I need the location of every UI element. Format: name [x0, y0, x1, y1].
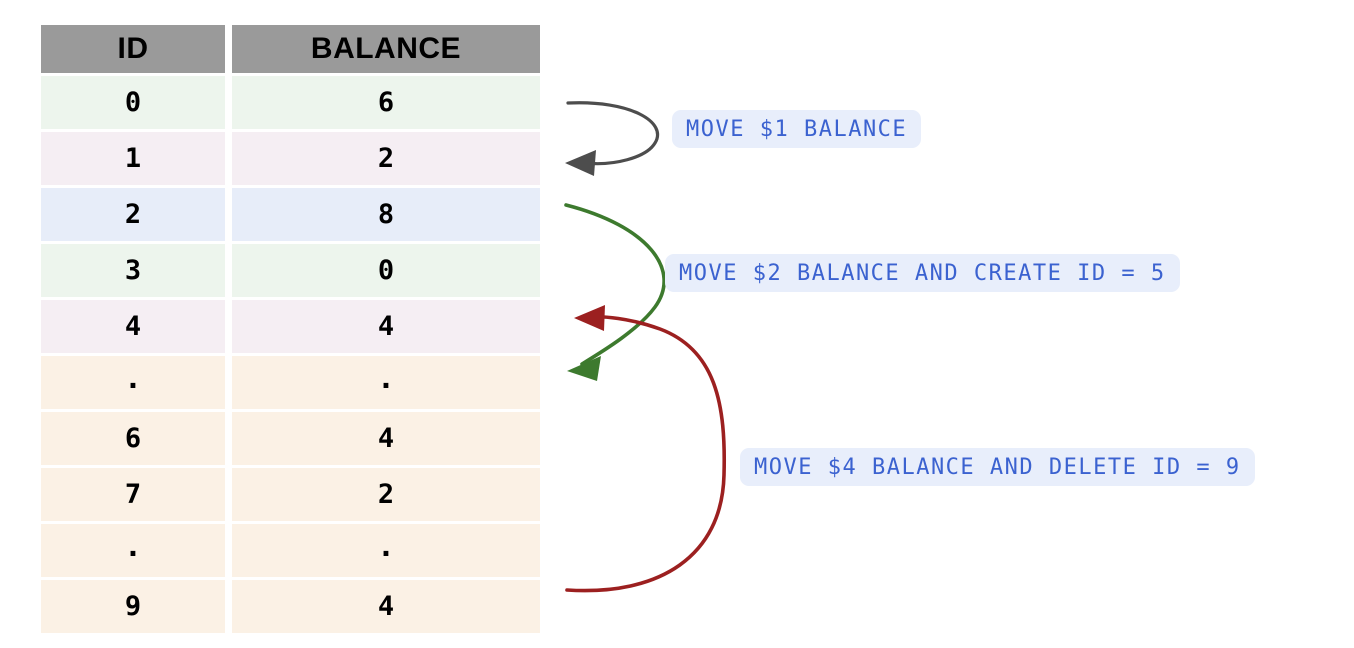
- cell-id: 1: [41, 132, 225, 185]
- cell-balance: 4: [232, 580, 540, 633]
- cell-balance: 0: [232, 244, 540, 297]
- annotation-label-move-4: MOVE $4 BALANCE AND DELETE ID = 9: [740, 448, 1255, 486]
- red-curved-arrow: [565, 305, 727, 593]
- cell-id: 3: [41, 244, 225, 297]
- gray-curved-arrow: [565, 101, 659, 176]
- table-row[interactable]: 3 0: [41, 244, 540, 297]
- cell-balance: 4: [232, 300, 540, 353]
- cell-balance-ellipsis: .: [232, 356, 540, 409]
- account-balance-table: ID BALANCE 0 6 1 2 2 8 3 0 4 4 . . 6: [41, 25, 540, 636]
- table-row-ellipsis: . .: [41, 524, 540, 577]
- cell-id: 0: [41, 76, 225, 129]
- cell-id: 9: [41, 580, 225, 633]
- table-row-ellipsis: . .: [41, 356, 540, 409]
- table-row[interactable]: 4 4: [41, 300, 540, 353]
- cell-id: 4: [41, 300, 225, 353]
- column-header-id: ID: [41, 25, 225, 73]
- table-row[interactable]: 9 4: [41, 580, 540, 633]
- cell-balance: 6: [232, 76, 540, 129]
- table-row[interactable]: 0 6: [41, 76, 540, 129]
- cell-id: 2: [41, 188, 225, 241]
- cell-id: 7: [41, 468, 225, 521]
- cell-id-ellipsis: .: [41, 356, 225, 409]
- cell-id: 6: [41, 412, 225, 465]
- table-row[interactable]: 2 8: [41, 188, 540, 241]
- table-row[interactable]: 7 2: [41, 468, 540, 521]
- table-header-row: ID BALANCE: [41, 25, 540, 73]
- annotation-label-move-1: MOVE $1 BALANCE: [672, 110, 922, 148]
- table-row[interactable]: 6 4: [41, 412, 540, 465]
- cell-balance: 8: [232, 188, 540, 241]
- cell-id-ellipsis: .: [41, 524, 225, 577]
- column-header-balance: BALANCE: [232, 25, 540, 73]
- cell-balance-ellipsis: .: [232, 524, 540, 577]
- cell-balance: 4: [232, 412, 540, 465]
- cell-balance: 2: [232, 132, 540, 185]
- cell-balance: 2: [232, 468, 540, 521]
- green-curved-arrow: [564, 203, 666, 381]
- annotation-label-move-2: MOVE $2 BALANCE AND CREATE ID = 5: [665, 254, 1180, 292]
- table-row[interactable]: 1 2: [41, 132, 540, 185]
